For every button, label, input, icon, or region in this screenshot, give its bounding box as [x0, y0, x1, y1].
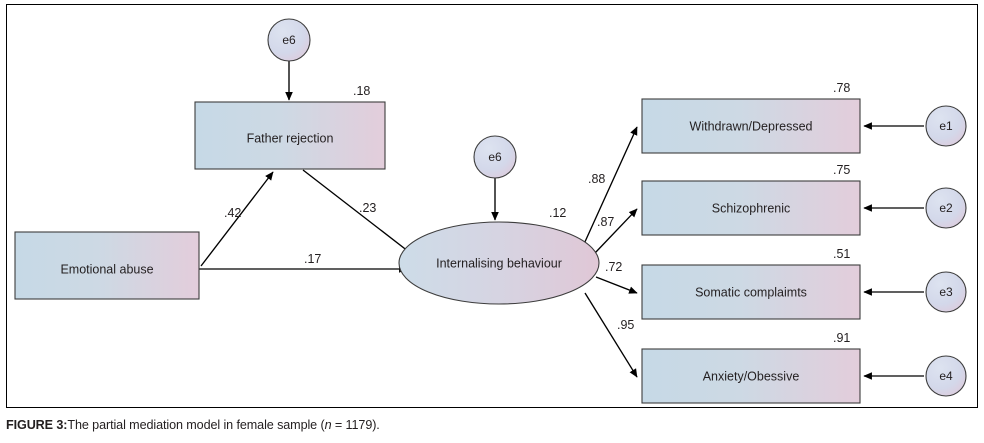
father-rejection-box[interactable]	[194, 101, 386, 170]
figure-caption-n-symbol: n	[324, 418, 332, 432]
anxiety-obsessive-variance: .91	[833, 331, 850, 345]
e6-label-internalising: e6	[488, 150, 502, 164]
father-rejection-variance: .18	[353, 84, 370, 98]
figure-caption-text: The partial mediation model in female sa…	[67, 418, 325, 432]
path-edges	[199, 61, 924, 380]
coefficient-42: .42	[224, 206, 241, 220]
coefficient-88: .88	[588, 172, 605, 186]
node-emotional-abuse[interactable]: Emotional abuse	[14, 231, 200, 300]
internalising-behaviour-variance: .12	[549, 206, 566, 220]
anxiety-obsessive-label: Anxiety/Obessive	[703, 369, 800, 383]
figure-caption-label: FIGURE 3:	[6, 418, 68, 432]
e1-circle[interactable]	[925, 105, 967, 147]
node-somatic-complaints[interactable]: Somatic complaimts .51	[641, 247, 861, 320]
internalising-behaviour-label: Internalising behaviour	[436, 256, 562, 270]
node-withdrawn-depressed[interactable]: Withdrawn/Depressed .78	[641, 81, 861, 154]
coefficient-95: .95	[617, 318, 634, 332]
edge-emotional-abuse-to-father-rejection	[200, 171, 274, 267]
e6-circle-father-rejection[interactable]	[267, 18, 311, 62]
edge-internalising-to-withdrawn-depressed	[583, 126, 638, 245]
e6-label-father-rejection: e6	[282, 33, 296, 47]
coefficient-23: .23	[359, 201, 376, 215]
e6-circle-internalising[interactable]	[473, 135, 517, 179]
schizophrenic-box[interactable]	[641, 180, 861, 236]
anxiety-obsessive-box[interactable]	[641, 348, 861, 404]
figure-caption: FIGURE 3:The partial mediation model in …	[6, 418, 978, 432]
coefficient-72: .72	[605, 260, 622, 274]
edge-internalising-to-schizophrenic	[594, 208, 638, 254]
edge-internalising-to-somatic-complaints	[595, 276, 638, 294]
node-disturbance-e6-internalising[interactable]: e6	[473, 135, 517, 179]
node-error-e2[interactable]: e2	[925, 187, 967, 229]
e2-circle[interactable]	[925, 187, 967, 229]
node-internalising-behaviour[interactable]: Internalising behaviour .12	[398, 206, 600, 305]
node-anxiety-obsessive[interactable]: Anxiety/Obessive .91	[641, 331, 861, 404]
node-error-e4[interactable]: e4	[925, 355, 967, 397]
edge-father-rejection-to-internalising	[302, 169, 414, 256]
schizophrenic-label: Schizophrenic	[712, 201, 791, 215]
path-coefficient-labels: .42 .23 .17 .88 .87 .72 .95	[224, 172, 634, 332]
emotional-abuse-label: Emotional abuse	[60, 262, 153, 276]
somatic-complaints-label: Somatic complaimts	[695, 285, 807, 299]
e3-label: e3	[939, 285, 953, 299]
e3-circle[interactable]	[925, 271, 967, 313]
node-disturbance-e6-father-rejection[interactable]: e6	[267, 18, 311, 62]
figure-caption-tail: = 1179).	[331, 418, 380, 432]
somatic-complaints-variance: .51	[833, 247, 850, 261]
node-father-rejection[interactable]: Father rejection .18	[194, 84, 386, 170]
emotional-abuse-box[interactable]	[14, 231, 200, 300]
diagram-frame: Emotional abuse Father rejection .18 Int…	[6, 4, 978, 408]
withdrawn-depressed-variance: .78	[833, 81, 850, 95]
father-rejection-label: Father rejection	[247, 131, 334, 145]
e4-circle[interactable]	[925, 355, 967, 397]
schizophrenic-variance: .75	[833, 163, 850, 177]
internalising-behaviour-ellipse[interactable]	[398, 221, 600, 305]
e4-label: e4	[939, 369, 953, 383]
edge-internalising-to-anxiety-obsessive	[584, 292, 638, 378]
withdrawn-depressed-box[interactable]	[641, 98, 861, 154]
node-error-e3[interactable]: e3	[925, 271, 967, 313]
sem-path-diagram: Emotional abuse Father rejection .18 Int…	[14, 18, 967, 404]
coefficient-87: .87	[597, 215, 614, 229]
e1-label: e1	[939, 119, 953, 133]
node-schizophrenic[interactable]: Schizophrenic .75	[641, 163, 861, 236]
coefficient-17: .17	[304, 252, 321, 266]
somatic-complaints-box[interactable]	[641, 264, 861, 320]
node-error-e1[interactable]: e1	[925, 105, 967, 147]
e2-label: e2	[939, 201, 953, 215]
withdrawn-depressed-label: Withdrawn/Depressed	[690, 119, 813, 133]
